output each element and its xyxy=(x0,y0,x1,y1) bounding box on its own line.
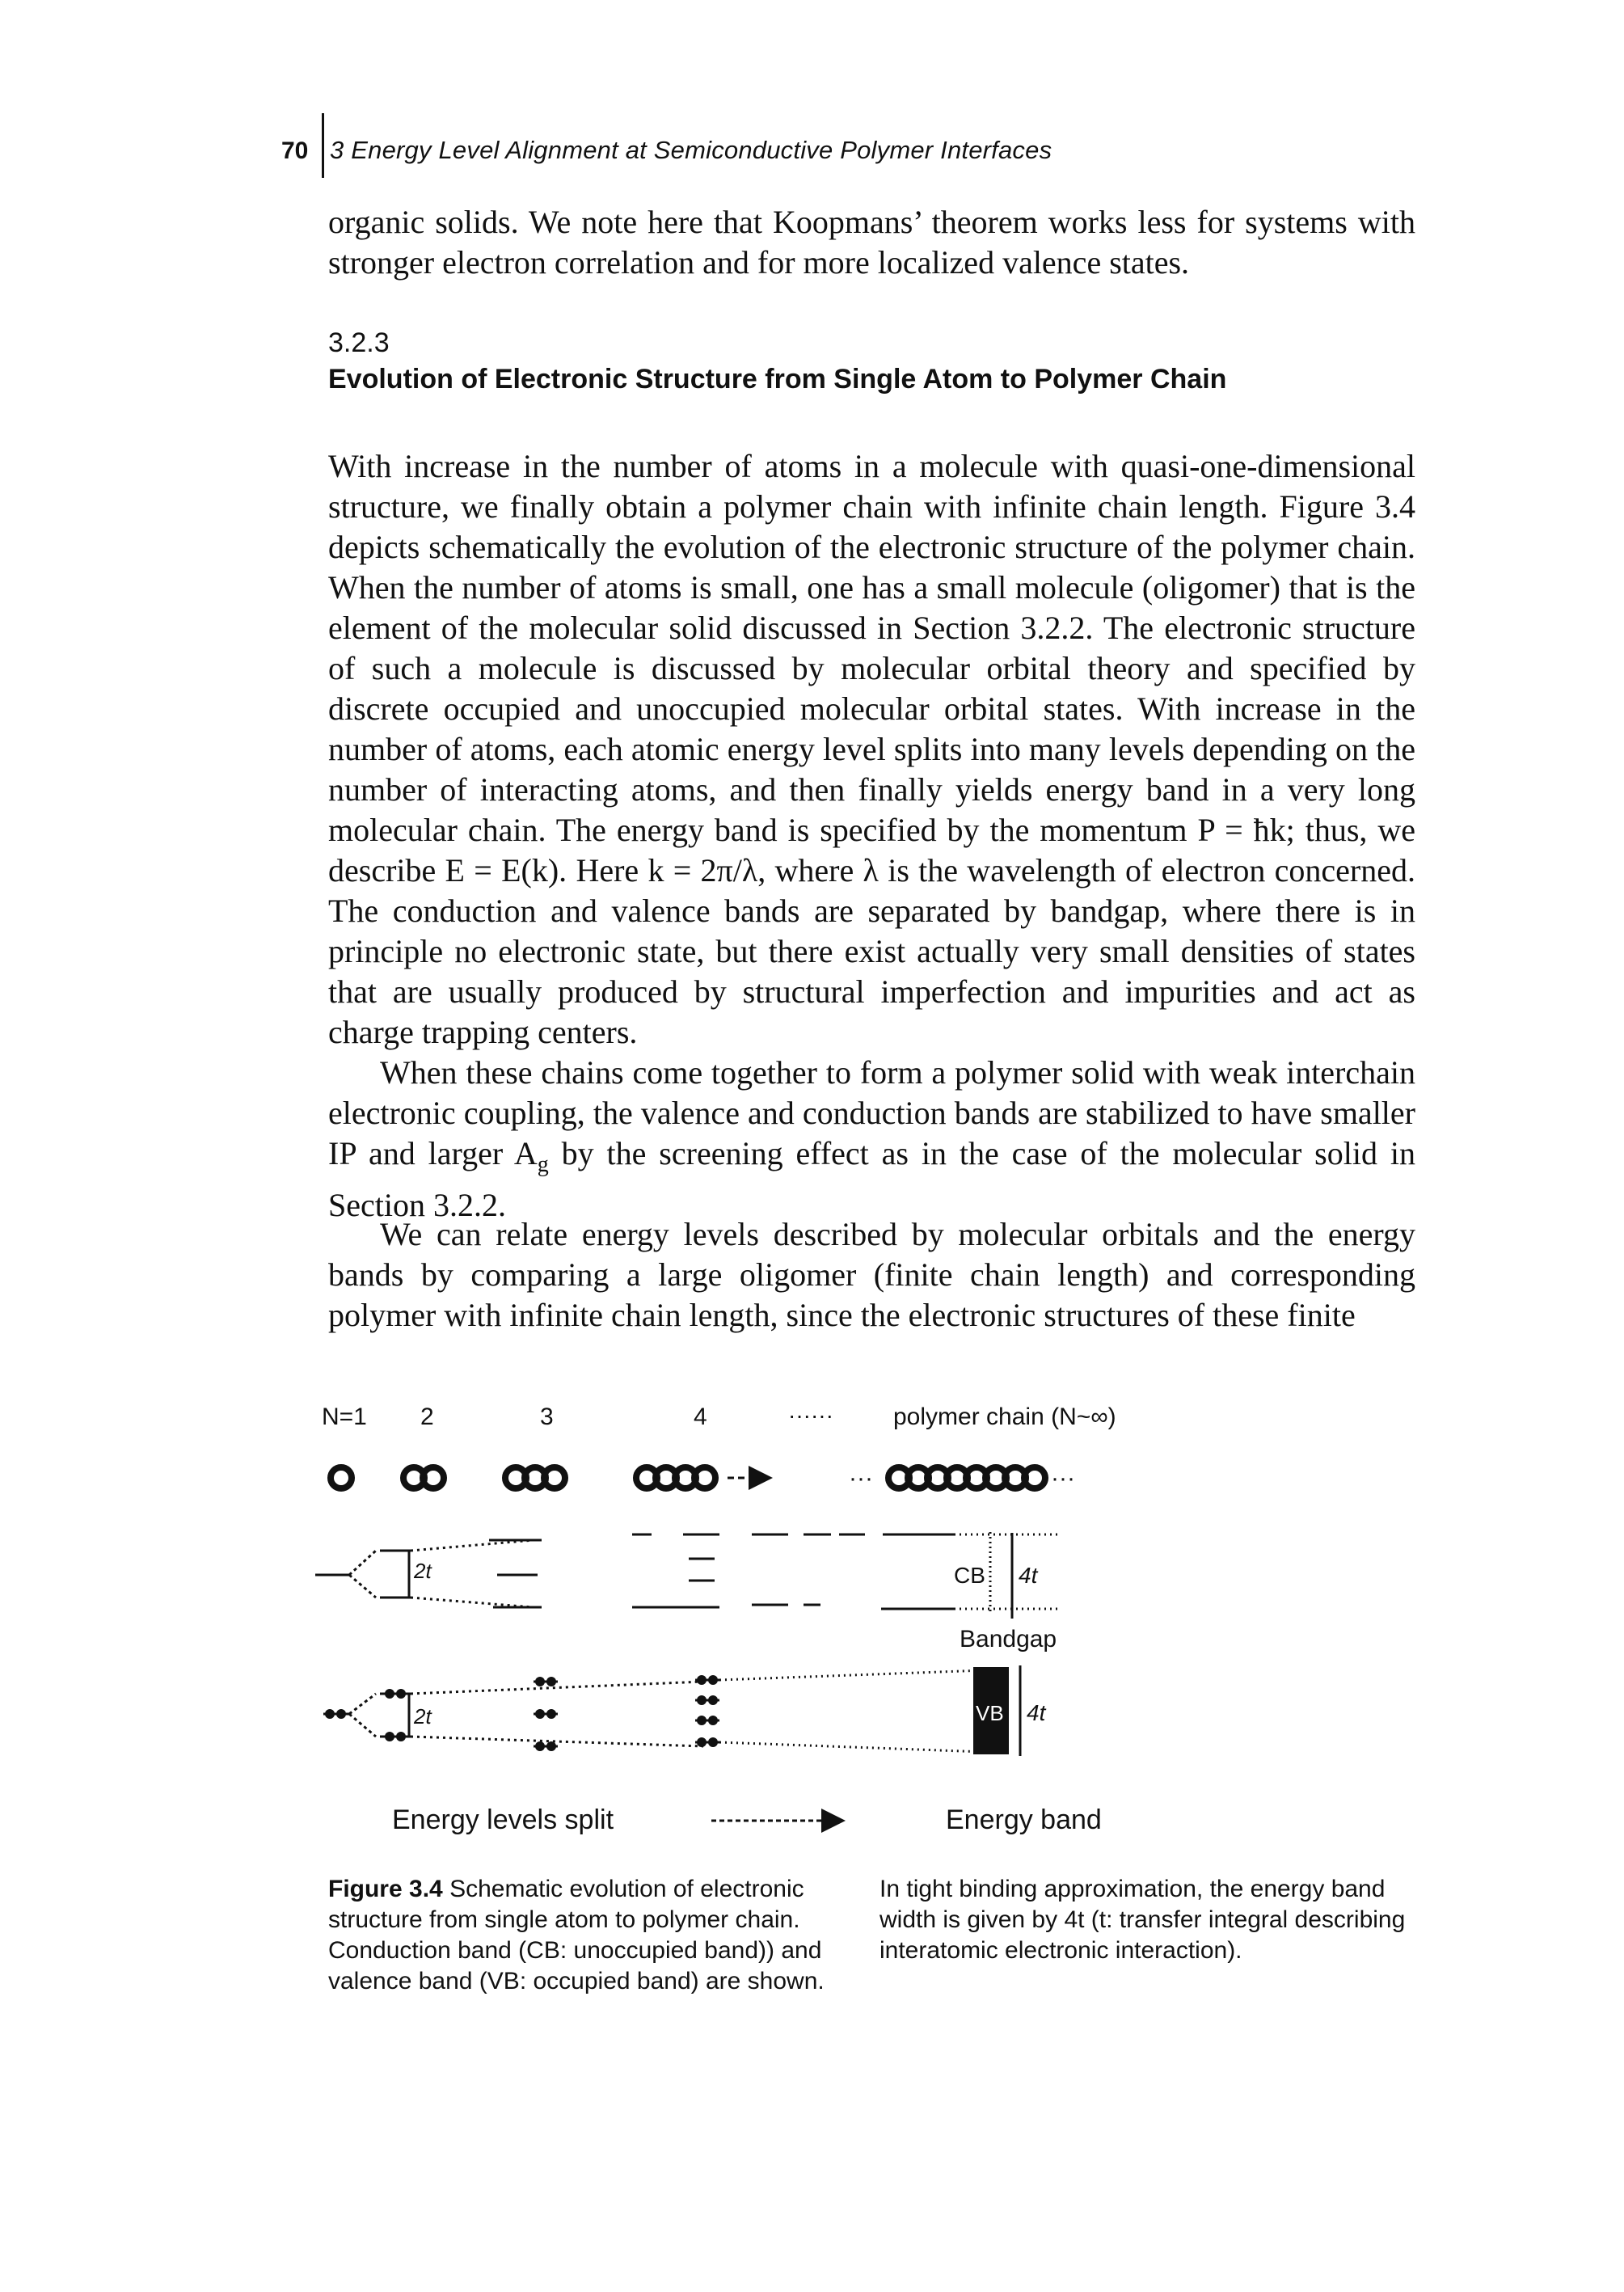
label-4t-upper: 4t xyxy=(1019,1563,1039,1588)
figure-caption-left: Figure 3.4 Schematic evolution of electr… xyxy=(328,1874,837,1997)
label-n4: 4 xyxy=(694,1403,707,1430)
label-dots: ······ xyxy=(788,1403,833,1428)
label-polymer-chain: polymer chain (N~∞) xyxy=(893,1403,1116,1430)
valence-band-block xyxy=(973,1667,1009,1754)
atom-chain-4 xyxy=(633,1464,719,1492)
figure-caption-text-right: In tight binding approximation, the ener… xyxy=(879,1876,1406,1964)
atom-chain-2 xyxy=(400,1464,447,1492)
paragraph-2-part-b: by the screening effect as in the case o… xyxy=(328,1135,1415,1223)
page-number: 70 xyxy=(281,137,309,164)
label-cb: CB xyxy=(954,1563,985,1588)
label-n3: 3 xyxy=(540,1403,554,1430)
paragraph-2: When these chains come together to form … xyxy=(328,1053,1415,1226)
label-energy-levels-split: Energy levels split xyxy=(392,1804,614,1835)
chain-dots-left: ··· xyxy=(849,1465,873,1492)
figure-caption-text-left: Schematic evolution of electronic struct… xyxy=(328,1876,825,1994)
label-n1: N=1 xyxy=(322,1403,367,1430)
section-title: Evolution of Electronic Structure from S… xyxy=(328,364,1227,395)
paragraph-1: With increase in the number of atoms in … xyxy=(328,448,1415,1050)
label-energy-band: Energy band xyxy=(946,1804,1102,1835)
figure-energy-evolution: N=1 2 3 4 ······ polymer chain (N~∞) ···… xyxy=(315,1403,1116,1835)
label-4t-lower: 4t xyxy=(1027,1700,1047,1725)
figure-caption-right: In tight binding approximation, the ener… xyxy=(879,1874,1413,1966)
label-n2: 2 xyxy=(420,1403,434,1430)
atom-single xyxy=(327,1464,355,1492)
paragraph-2-subscript: g xyxy=(537,1152,549,1177)
paragraph-continued: organic solids. We note here that Koopma… xyxy=(328,204,1415,281)
label-2t-lower: 2t xyxy=(413,1704,432,1728)
chain-dots-right: ··· xyxy=(1051,1465,1075,1492)
electron-pairs xyxy=(325,1675,718,1751)
label-2t-upper: 2t xyxy=(413,1559,432,1583)
atom-chain-3 xyxy=(502,1464,568,1492)
unoccupied-levels xyxy=(315,1532,1059,1614)
atom-chain-polymer xyxy=(885,1464,1048,1492)
label-vb: VB xyxy=(976,1701,1004,1725)
atom-chains xyxy=(327,1464,1048,1492)
paragraph-2-part-a: When these chains come together to form … xyxy=(328,1054,1415,1171)
section-number: 3.2.3 xyxy=(328,327,390,358)
header-rule xyxy=(322,113,324,178)
label-bandgap: Bandgap xyxy=(960,1626,1057,1653)
running-title: 3 Energy Level Alignment at Semiconducti… xyxy=(330,136,1052,164)
figure-caption-label: Figure 3.4 xyxy=(328,1876,443,1902)
paragraph-3: We can relate energy levels described by… xyxy=(328,1216,1415,1333)
